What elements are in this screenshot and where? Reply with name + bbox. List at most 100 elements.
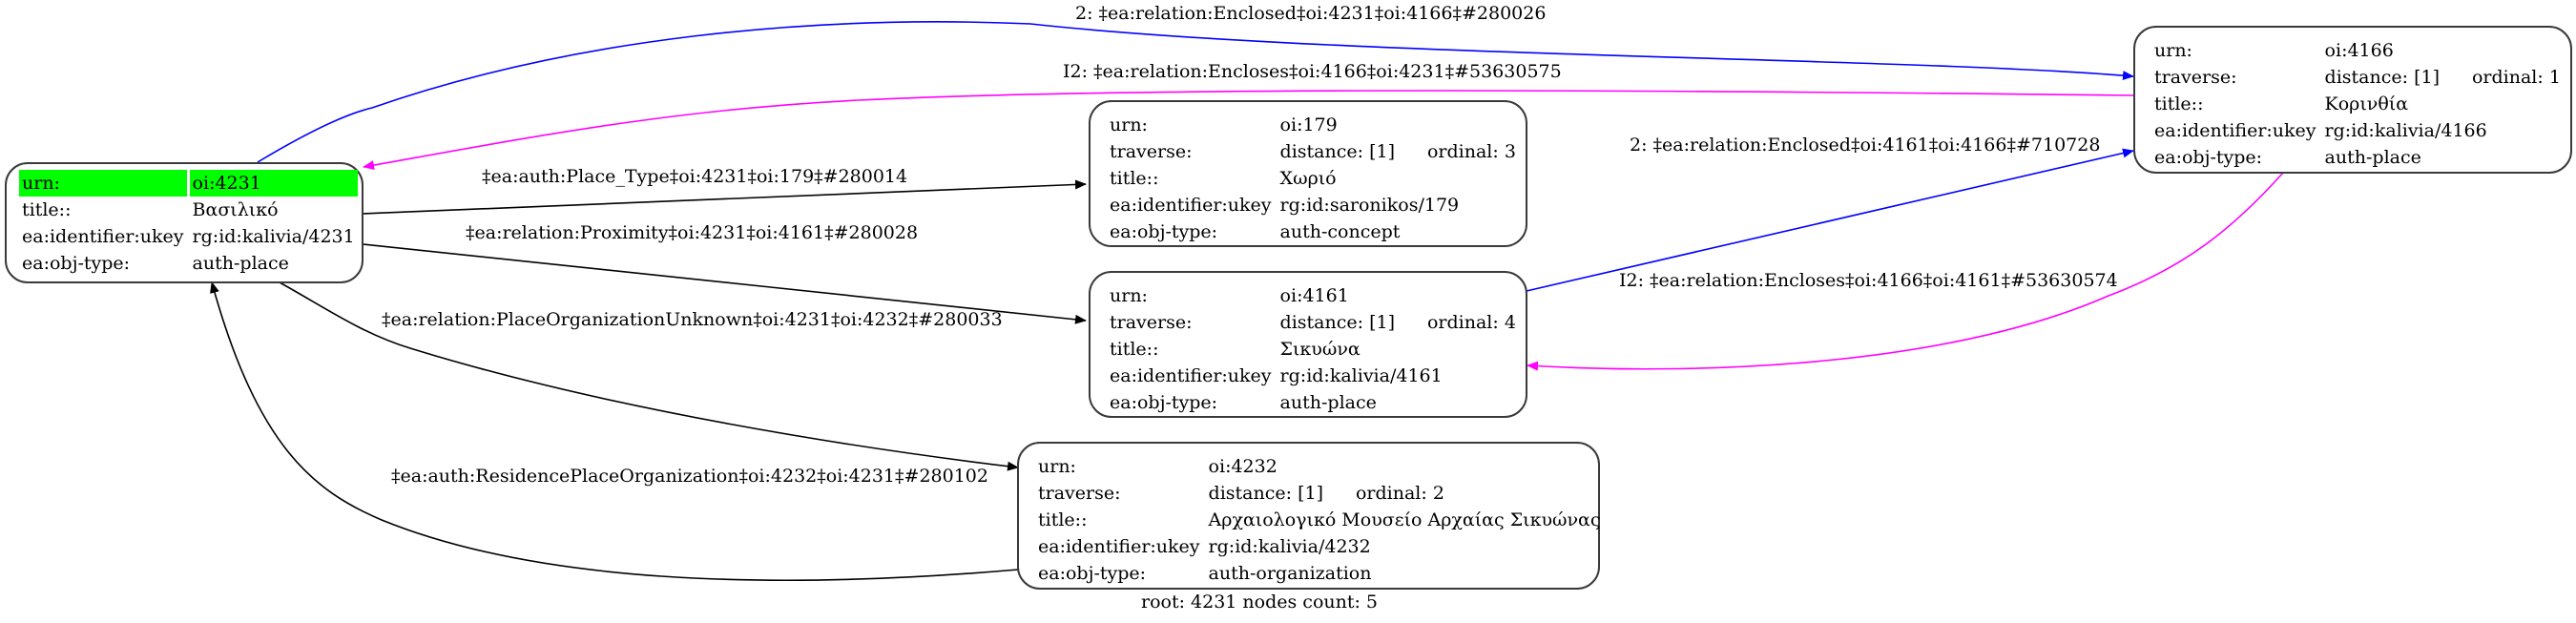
- row-value: auth-place: [2324, 147, 2421, 168]
- row-key: ea:identifier:ukey: [1110, 365, 1272, 386]
- node-4232[interactable]: urn:oi:4232 traverse: distance: [1] ordina…: [1017, 442, 1601, 590]
- row-value: auth-place: [192, 253, 289, 274]
- traverse-distance: distance: [1]: [1279, 312, 1395, 333]
- node-4166-table: urn:oi:4166 traverse: distance: [1]ordina…: [2149, 37, 2566, 171]
- row-urn: urn:oi:4232: [1035, 453, 1604, 480]
- edge-4166-4231: [363, 90, 2134, 171]
- traverse-ordinal: ordinal: 4: [1426, 312, 1516, 333]
- row-value: distance: [1] ordinal: 2: [1206, 480, 1604, 507]
- row-key: urn:: [19, 170, 187, 197]
- edge-label-4161-4166: 2: ‡ea:relation:Enclosed‡oi:4161‡oi:4166…: [1630, 135, 2101, 156]
- row-value: oi:4161: [1279, 285, 1349, 306]
- edge-label-4231-4232: ‡ea:relation:PlaceOrganizationUnknown‡oi…: [382, 309, 1003, 330]
- row-title: title::Αρχαιολογικό Μουσείο Αρχαίας Σικυ…: [1035, 507, 1604, 533]
- row-value: oi:4231: [189, 170, 358, 197]
- row-value: auth-place: [1279, 392, 1377, 413]
- edge-4231-4161: [362, 243, 1087, 324]
- node-4161-table: urn:oi:4161 traverse: distance: [1] ordina…: [1104, 282, 1522, 416]
- traverse-distance: distance: [1]: [1279, 141, 1395, 162]
- edge-label-4166-4161: I2: ‡ea:relation:Encloses‡oi:4166‡oi:416…: [1619, 270, 2118, 291]
- edge-label-4232-4231: ‡ea:auth:ResidencePlaceOrganization‡oi:4…: [391, 466, 988, 487]
- node-179-table: urn: oi:179 traverse: distance: [1] ordinal…: [1104, 112, 1522, 245]
- row-value: Κορινθία: [2324, 93, 2409, 114]
- row-urn: urn: oi:4231: [19, 170, 358, 197]
- row-value: auth-organization: [1208, 563, 1372, 584]
- node-179[interactable]: urn: oi:179 traverse: distance: [1] ordinal…: [1089, 100, 1527, 247]
- traverse-distance: distance: [1]: [1208, 483, 1323, 504]
- node-4161[interactable]: urn:oi:4161 traverse: distance: [1] ordina…: [1089, 271, 1527, 418]
- row-value: Σικυώνα: [1279, 339, 1361, 360]
- row-urn: urn:oi:4166: [2151, 37, 2564, 64]
- row-value: Αρχαιολογικό Μουσείο Αρχαίας Σικυώνας: [1208, 509, 1601, 530]
- row-key: title::: [1110, 339, 1159, 360]
- edge-4231-179: [362, 179, 1087, 215]
- edge-4231-4166: [257, 21, 2134, 163]
- row-objtype: ea:obj-type: auth-place: [19, 250, 358, 277]
- edge-4161-4166: [1526, 148, 2134, 292]
- row-key: ea:identifier:ukey: [2154, 120, 2316, 141]
- traverse-ordinal: ordinal: 1: [2471, 67, 2561, 88]
- row-ukey: ea:identifier:ukey rg:id:kalivia/4161: [1107, 363, 1519, 389]
- row-key: title::: [2154, 93, 2204, 114]
- row-key: ea:identifier:ukey: [1038, 536, 1200, 557]
- row-objtype: ea:obj-type: auth-organization: [1035, 560, 1604, 587]
- row-key: urn:: [1038, 456, 1076, 477]
- row-traverse: traverse: distance: [1] ordinal: 2: [1035, 480, 1604, 507]
- edge-label-4231-4161: ‡ea:relation:Proximity‡oi:4231‡oi:4161‡#…: [466, 222, 919, 243]
- row-ukey: ea:identifier:ukey rg:id:saronikos/179: [1107, 192, 1519, 218]
- row-urn: urn:oi:4161: [1107, 282, 1519, 309]
- row-value: rg:id:kalivia/4161: [1279, 365, 1443, 386]
- row-key: title::: [22, 199, 72, 220]
- row-key: title::: [1110, 168, 1159, 189]
- row-title: title::Σικυώνα: [1107, 336, 1519, 363]
- row-value: auth-concept: [1279, 221, 1401, 242]
- row-key: ea:obj-type:: [1110, 221, 1218, 242]
- edge-4231-4232: [279, 281, 1019, 471]
- row-value: Χωριό: [1279, 168, 1337, 189]
- edge-4232-4231: [210, 281, 1019, 581]
- edge-4166-4161: [1527, 172, 2284, 371]
- row-key: traverse:: [1038, 483, 1121, 504]
- node-4231[interactable]: urn: oi:4231 title:: Βασιλικό ea:identif…: [5, 162, 364, 283]
- row-urn: urn: oi:179: [1107, 112, 1519, 138]
- row-key: ea:obj-type:: [1110, 392, 1218, 413]
- row-value: rg:id:saronikos/179: [1279, 195, 1460, 216]
- row-traverse: traverse: distance: [1] ordinal: 3: [1107, 138, 1519, 165]
- row-objtype: ea:obj-type: auth-place: [2151, 144, 2564, 171]
- row-traverse: traverse: distance: [1]ordinal: 1: [2151, 64, 2564, 91]
- edge-label-4231-179: ‡ea:auth:Place_Type‡oi:4231‡oi:179‡#2800…: [482, 166, 908, 187]
- row-title: title::Χωριό: [1107, 165, 1519, 192]
- row-value: Βασιλικό: [192, 199, 279, 220]
- graph-footer: root: 4231 nodes count: 5: [1141, 592, 1379, 613]
- row-value: rg:id:kalivia/4232: [1208, 536, 1371, 557]
- row-key: ea:obj-type:: [22, 253, 131, 274]
- row-ukey: ea:identifier:ukey rg:id:kalivia/4231: [19, 223, 358, 250]
- row-key: traverse:: [1110, 141, 1193, 162]
- traverse-ordinal: ordinal: 3: [1426, 141, 1516, 162]
- row-title: title::Κορινθία: [2151, 91, 2564, 117]
- traverse-ordinal: ordinal: 2: [1355, 483, 1444, 504]
- row-key: ea:obj-type:: [1038, 563, 1147, 584]
- row-value: distance: [1] ordinal: 3: [1278, 138, 1519, 165]
- row-key: ea:identifier:ukey: [1110, 195, 1272, 216]
- row-value: distance: [1]ordinal: 1: [2322, 64, 2564, 91]
- edge-label-4166-4231: I2: ‡ea:relation:Encloses‡oi:4166‡oi:423…: [1063, 61, 1562, 82]
- row-key: ea:obj-type:: [2154, 147, 2263, 168]
- edge-label-4231-4166: 2: ‡ea:relation:Enclosed‡oi:4231‡oi:4166…: [1075, 3, 1547, 24]
- node-4232-table: urn:oi:4232 traverse: distance: [1] ordina…: [1032, 453, 1607, 587]
- row-objtype: ea:obj-type: auth-concept: [1107, 218, 1519, 245]
- row-ukey: ea:identifier:ukey rg:id:kalivia/4232: [1035, 533, 1604, 560]
- row-key: ea:identifier:ukey: [22, 226, 184, 247]
- node-4166[interactable]: urn:oi:4166 traverse: distance: [1]ordina…: [2133, 26, 2572, 174]
- row-key: urn:: [1110, 114, 1148, 135]
- row-key: traverse:: [1110, 312, 1193, 333]
- row-value: oi:4166: [2324, 40, 2394, 61]
- row-key: traverse:: [2154, 67, 2237, 88]
- row-title: title:: Βασιλικό: [19, 197, 358, 223]
- row-value: oi:179: [1279, 114, 1338, 135]
- row-key: title::: [1038, 509, 1088, 530]
- row-value: rg:id:kalivia/4231: [192, 226, 355, 247]
- row-traverse: traverse: distance: [1] ordinal: 4: [1107, 309, 1519, 336]
